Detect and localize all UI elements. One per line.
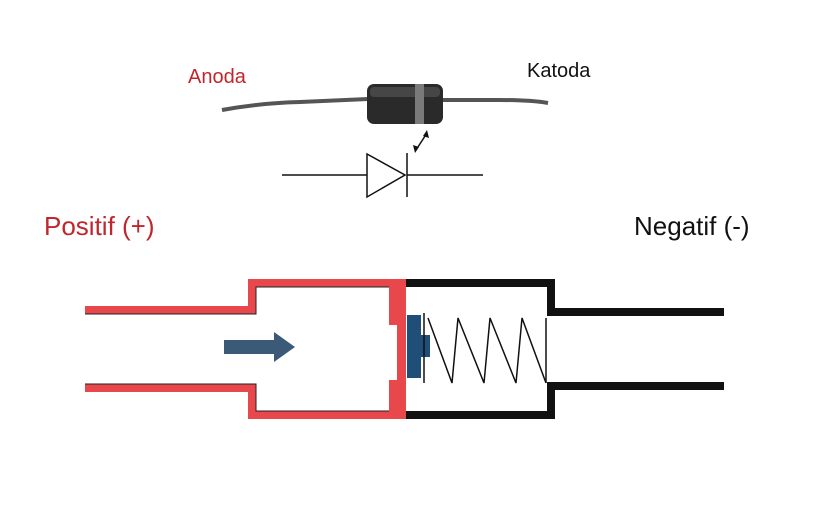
cathode-label: Katoda	[527, 60, 591, 82]
band-indicator-arrow-up-icon	[423, 130, 429, 138]
diode-component	[221, 84, 549, 153]
cathode-band	[415, 84, 424, 124]
diode-symbol-icon	[282, 152, 483, 199]
anode-label: Anoda	[188, 66, 246, 88]
band-indicator-arrow-down-icon	[413, 145, 419, 153]
valve-seat-wall	[397, 279, 406, 419]
valve-stem	[421, 335, 430, 357]
positive-label: Positif (+)	[44, 211, 155, 241]
valve-plate	[407, 315, 421, 378]
diode-highlight	[370, 87, 440, 97]
negative-pipe	[406, 279, 724, 419]
spring-icon	[423, 313, 547, 384]
anode-lead	[221, 97, 369, 112]
arrow-right-icon	[224, 332, 295, 362]
negative-label: Negatif (-)	[634, 211, 750, 241]
cathode-lead	[440, 98, 549, 105]
positive-pipe	[85, 279, 406, 419]
